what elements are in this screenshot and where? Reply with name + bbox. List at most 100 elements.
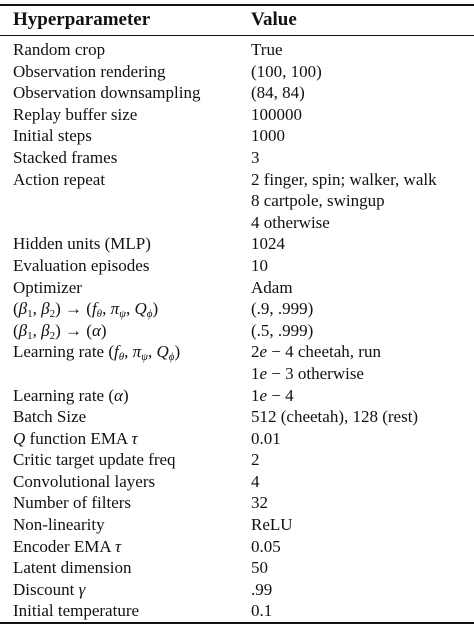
value-line: ReLU [251, 515, 293, 535]
table-row-evaluation-episodes: Evaluation episodes 10 [0, 255, 474, 277]
param-cell: Number of filters [13, 493, 132, 513]
value-cell: (84, 84) [251, 82, 305, 104]
value-cell: Adam [251, 277, 293, 299]
value-cell: 3 [251, 147, 260, 169]
value-cell: 0.05 [251, 536, 281, 558]
table-row-hidden-units: Hidden units (MLP) 1024 [0, 233, 474, 255]
value-line: 100000 [251, 104, 302, 124]
value-line: 0.1 [251, 601, 273, 621]
value-line: 2 finger, spin; walker, walk [251, 169, 437, 189]
value-cell: 0.1 [251, 600, 272, 622]
value-cell: (100, 100) [251, 61, 322, 83]
param-cell: Latent dimension [13, 558, 132, 578]
table-row-encoder-ema: Encoder EMA τ 0.05 [0, 536, 474, 558]
value-cell: True [251, 39, 283, 61]
value-cell: 2 [251, 449, 260, 471]
table-row-latent-dimension: Latent dimension 50 [0, 557, 474, 579]
header-value: Value [251, 9, 297, 30]
param-cell: Learning rate (α) [13, 385, 129, 405]
value-cell: 1e − 4 [251, 385, 294, 407]
table-row-observation-rendering: Observation rendering (100, 100) [0, 61, 474, 83]
value-line: 4 otherwise [251, 212, 330, 232]
param-cell: Encoder EMA τ [13, 536, 122, 556]
param-cell: (β1, β2) → (α) [13, 320, 107, 342]
value-cell: 50 [251, 557, 268, 579]
param-cell: Random crop [13, 40, 106, 59]
value-line: (84, 84) [251, 83, 305, 103]
param-cell: Convolutional layers [13, 471, 156, 491]
table-row-initial-temperature: Initial temperature 0.1 [0, 600, 474, 622]
param-cell: Initial temperature [13, 601, 140, 621]
value-cell: ReLU [251, 514, 293, 536]
table-row-learning-rate-networks: Learning rate (fθ, πψ, Qϕ) 2e − 4 cheetah… [0, 341, 474, 384]
param-cell: Discount γ [13, 579, 86, 599]
value-line: 10 [251, 255, 268, 275]
value-cell: 4 [251, 471, 260, 493]
value-cell: 1000 [251, 125, 285, 147]
param-cell: Hidden units (MLP) [13, 234, 151, 254]
value-line: 8 cartpole, swingup [251, 191, 385, 211]
value-cell: (.9, .999) [251, 298, 313, 320]
table-row-action-repeat: Action repeat 2 finger, spin; walker, wal… [0, 169, 474, 234]
table-row-non-linearity: Non-linearity ReLU [0, 514, 474, 536]
table-row-learning-rate-alpha: Learning rate (α) 1e − 4 [0, 385, 474, 407]
table-header: Hyperparameter Value [0, 6, 474, 35]
table-row-discount: Discount γ .99 [0, 579, 474, 601]
table-row-observation-downsampling: Observation downsampling (84, 84) [0, 82, 474, 104]
header-rule [0, 35, 474, 36]
param-cell: Learning rate (fθ, πψ, Qϕ) [13, 342, 181, 364]
param-cell: Batch Size [13, 407, 87, 427]
bottom-rule [0, 622, 474, 624]
table-row-critic-target-update-freq: Critic target update freq 2 [0, 449, 474, 471]
table-row-convolutional-layers: Convolutional layers 4 [0, 471, 474, 493]
table-row-number-of-filters: Number of filters 32 [0, 492, 474, 514]
value-cell: .99 [251, 579, 272, 601]
table-row-batch-size: Batch Size 512 (cheetah), 128 (rest) [0, 406, 474, 428]
value-line: 4 [251, 471, 260, 491]
value-line: 3 [251, 147, 260, 167]
param-cell: Evaluation episodes [13, 255, 150, 275]
value-line: 0.01 [251, 428, 281, 448]
param-cell: Observation downsampling [13, 83, 201, 103]
top-rule [0, 4, 474, 6]
value-line: 0.05 [251, 536, 281, 556]
value-cell: 100000 [251, 104, 302, 126]
value-cell: 512 (cheetah), 128 (rest) [251, 406, 418, 428]
table-row-betas-networks: (β1, β2) → (fθ, πψ, Qϕ) (.9, .999) [0, 298, 474, 320]
value-line: (100, 100) [251, 61, 322, 81]
value-line: 1e − 3 otherwise [251, 363, 364, 383]
value-line: .99 [251, 579, 273, 599]
param-cell: Non-linearity [13, 515, 105, 535]
param-cell: Observation rendering [13, 61, 166, 81]
value-line: 50 [251, 558, 268, 578]
value-line: 512 (cheetah), 128 (rest) [251, 407, 419, 427]
table-row-random-crop: Random crop True [0, 39, 474, 61]
param-cell: Critic target update freq [13, 450, 176, 470]
value-line: True [251, 40, 283, 59]
value-line: (.5, .999) [251, 320, 314, 340]
value-line: 1e − 4 [251, 385, 294, 405]
table-row-replay-buffer-size: Replay buffer size 100000 [0, 104, 474, 126]
value-cell: 1024 [251, 233, 285, 255]
value-line: (.9, .999) [251, 299, 314, 319]
value-cell: (.5, .999) [251, 320, 313, 342]
value-cell: 10 [251, 255, 268, 277]
table-row-optimizer: Optimizer Adam [0, 277, 474, 299]
param-cell: Action repeat [13, 169, 106, 189]
value-line: 2 [251, 450, 260, 470]
value-line: 1024 [251, 234, 285, 254]
value-cell: 0.01 [251, 428, 281, 450]
header-hyperparameter: Hyperparameter [13, 9, 151, 30]
param-cell: Optimizer [13, 277, 82, 297]
value-line: Adam [251, 277, 293, 297]
value-line: 2e − 4 cheetah, run [251, 342, 381, 362]
param-cell: (β1, β2) → (fθ, πψ, Qϕ) [13, 299, 159, 321]
value-line: 32 [251, 493, 268, 513]
param-cell: Replay buffer size [13, 104, 138, 124]
